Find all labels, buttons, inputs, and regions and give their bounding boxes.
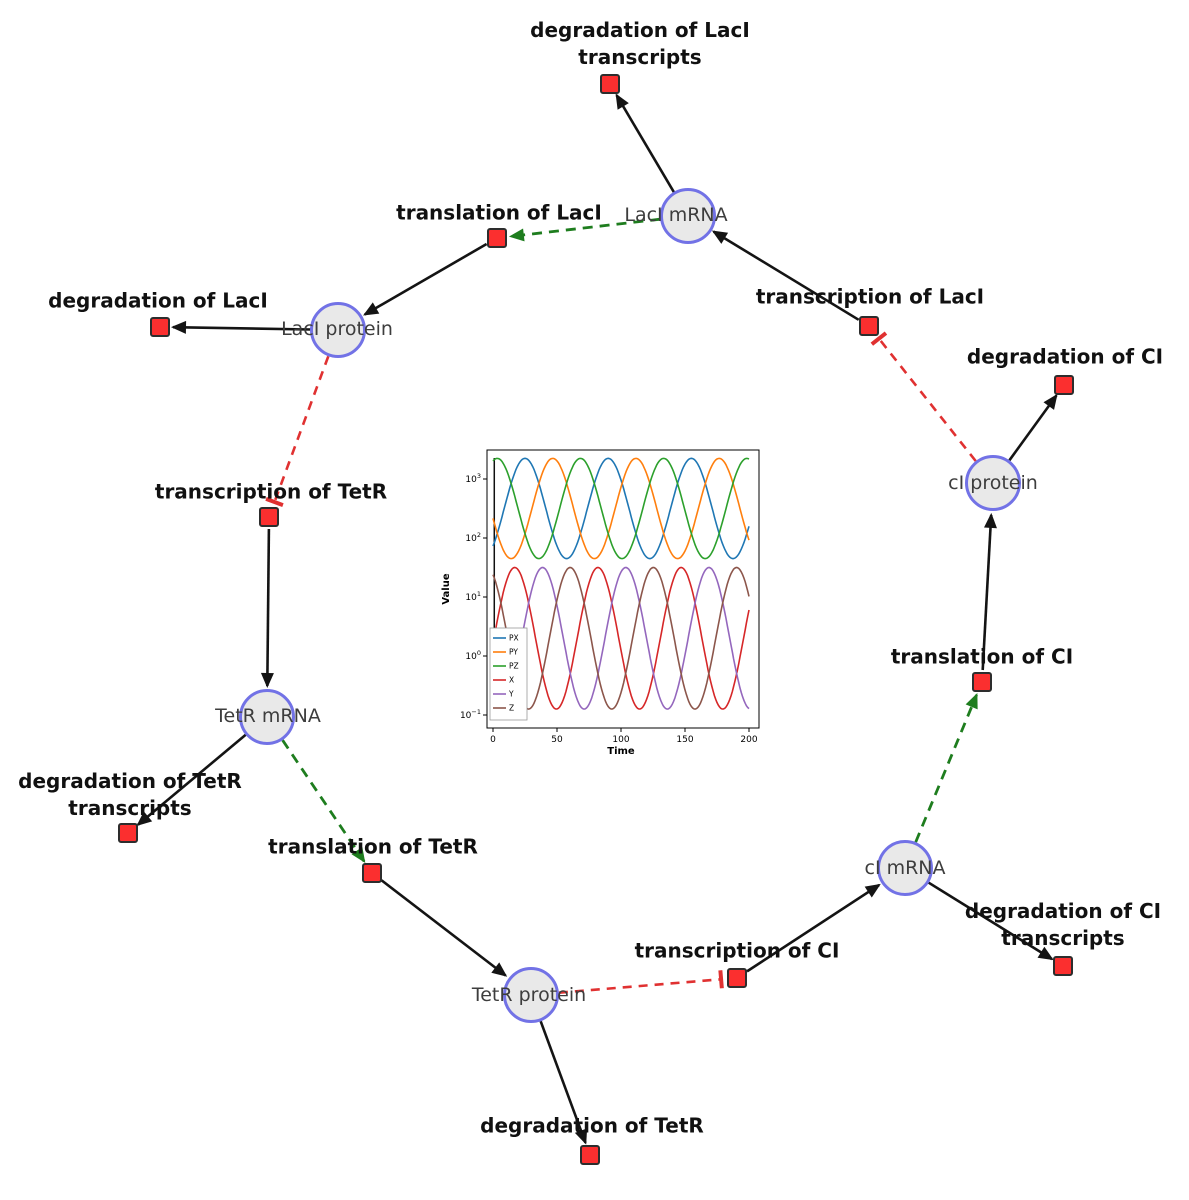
reaction-node-degradation-laci-transcripts[interactable] (600, 74, 620, 94)
edge-laci-protein-to-degradation (171, 320, 312, 334)
series-PX (492, 457, 750, 560)
edge-tetr-protein-to-degradation (539, 1020, 588, 1145)
species-label-ci-mrna: cI mRNA (864, 857, 946, 879)
edge-laci-mrna-to-degradation-transcripts (615, 93, 676, 194)
species-node-ci-protein[interactable] (965, 455, 1021, 511)
svg-text:PX: PX (509, 634, 519, 643)
svg-text:Y: Y (508, 690, 514, 699)
species-node-laci-protein[interactable] (310, 302, 366, 358)
reaction-node-degradation-tetr-transcripts[interactable] (118, 823, 138, 843)
reaction-node-translation-ci[interactable] (972, 672, 992, 692)
edge-ci-mrna-to-degradation-transcripts (927, 881, 1054, 961)
edge-ci-protein-to-degradation (1008, 393, 1058, 462)
svg-text:PZ: PZ (509, 662, 519, 671)
svg-text:200: 200 (740, 735, 757, 745)
series-Z (492, 566, 750, 710)
edge-laci-protein-inhibits-transcription-tetr (265, 355, 330, 507)
species-node-tetr-protein[interactable] (503, 967, 559, 1023)
reaction-label-translation-tetr: translation of TetR (268, 834, 478, 859)
reaction-label-degradation-tetr: degradation of TetR (480, 1113, 704, 1138)
svg-text:Z: Z (509, 704, 514, 713)
svg-text:10−1: 10−1 (460, 708, 481, 721)
edge-transcription-ci-to-ci-mrna (746, 883, 881, 973)
reaction-node-translation-tetr[interactable] (362, 863, 382, 883)
svg-text:0: 0 (490, 735, 496, 745)
edge-translation-laci-to-laci-protein (363, 242, 488, 316)
reaction-node-degradation-laci[interactable] (150, 317, 170, 337)
reaction-node-degradation-ci[interactable] (1054, 375, 1074, 395)
species-label-laci-protein: LacI protein (281, 318, 393, 340)
svg-text:100: 100 (465, 649, 481, 662)
reaction-node-transcription-ci[interactable] (727, 968, 747, 988)
series-Y (492, 566, 750, 710)
reaction-node-degradation-ci-transcripts[interactable] (1053, 956, 1073, 976)
svg-text:103: 103 (465, 472, 481, 485)
species-node-laci-mrna[interactable] (660, 188, 716, 244)
edge-tetr-mrna-modifies-translation-tetr (281, 739, 366, 864)
reaction-label-transcription-laci: transcription of LacI (755, 284, 985, 309)
svg-text:100: 100 (612, 735, 629, 745)
edge-ci-protein-inhibits-transcription-laci (870, 331, 977, 462)
reaction-label-degradation-ci: degradation of CI (966, 344, 1164, 369)
edge-tetr-protein-inhibits-transcription-ci (558, 970, 724, 994)
reaction-label-translation-laci: translation of LacI (396, 200, 602, 225)
species-node-tetr-mrna[interactable] (239, 689, 295, 745)
edge-ci-mrna-modifies-translation-ci (914, 693, 978, 843)
svg-text:50: 50 (551, 735, 563, 745)
reaction-node-degradation-tetr[interactable] (580, 1145, 600, 1165)
series-PY (492, 457, 750, 560)
reaction-label-transcription-tetr: transcription of TetR (154, 479, 388, 504)
plot-legend: PX PY PZ XYZ (489, 627, 528, 721)
species-label-laci-mrna: LacI mRNA (624, 204, 728, 226)
svg-text:Time: Time (607, 746, 635, 757)
series-PZ (492, 457, 750, 560)
svg-text:150: 150 (676, 735, 693, 745)
edge-transcription-tetr-to-tetr-mrna (260, 528, 274, 688)
reaction-label-translation-ci: translation of CI (890, 644, 1074, 669)
svg-text:102: 102 (465, 531, 481, 544)
species-node-ci-mrna[interactable] (877, 840, 933, 896)
reaction-node-transcription-tetr[interactable] (259, 507, 279, 527)
svg-text:101: 101 (465, 590, 481, 603)
species-label-tetr-mrna: TetR mRNA (215, 705, 321, 727)
svg-text:X: X (509, 676, 514, 685)
edge-translation-tetr-to-tetr-protein (380, 879, 508, 977)
svg-text:PY: PY (509, 648, 518, 657)
edge-tetr-mrna-to-degradation-transcripts (136, 733, 248, 826)
reaction-node-translation-laci[interactable] (487, 228, 507, 248)
reaction-label-transcription-ci: transcription of CI (634, 938, 840, 963)
species-label-tetr-protein: TetR protein (471, 984, 587, 1006)
reaction-label-degradation-laci: degradation of LacI (48, 288, 268, 313)
edge-transcription-laci-to-laci-mrna (711, 230, 860, 321)
svg-text:Value: Value (441, 573, 452, 604)
edge-translation-ci-to-ci-protein (981, 512, 997, 671)
edge-laci-mrna-modifies-translation-laci (508, 217, 661, 242)
species-label-ci-protein: cI protein (948, 472, 1038, 494)
series-X (492, 566, 750, 710)
reaction-node-transcription-laci[interactable] (859, 316, 879, 336)
